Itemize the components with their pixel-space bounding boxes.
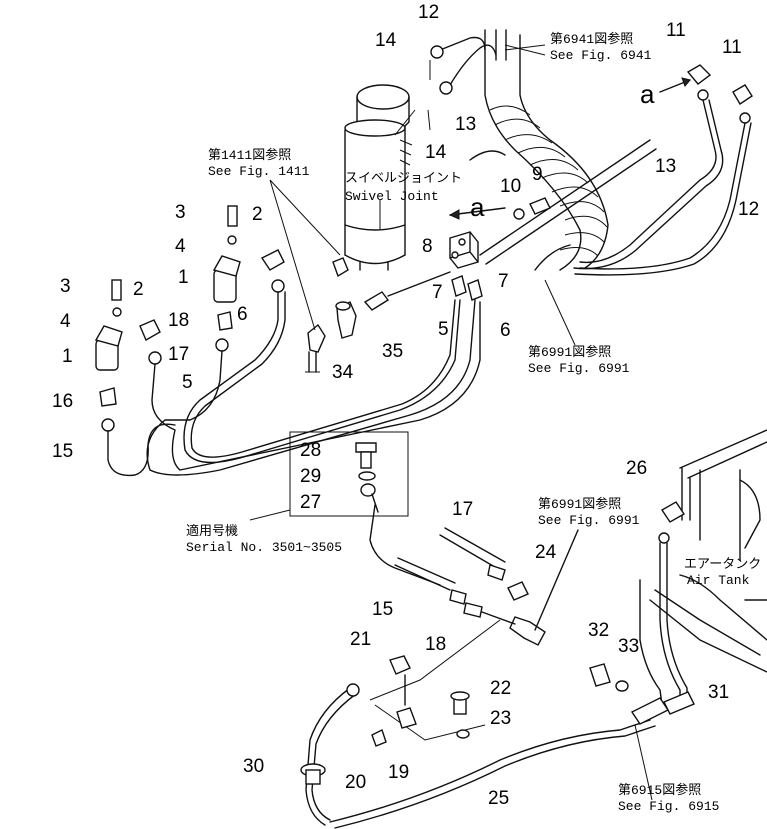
fitting-32-33 <box>589 663 629 692</box>
ref-6915-jp: 第6915図参照 <box>618 782 701 798</box>
callout-11-right: 11 <box>722 37 742 58</box>
callout-1-lower: 1 <box>62 346 73 367</box>
callout-7-right: 7 <box>498 271 509 292</box>
callout-27: 27 <box>300 492 321 513</box>
callout-9: 9 <box>532 164 543 185</box>
ref-6991b-en: See Fig. 6991 <box>538 513 640 528</box>
ref-6941-en: See Fig. 6941 <box>550 48 652 63</box>
callout-31: 31 <box>708 682 729 703</box>
ref-6991a-jp: 第6991図参照 <box>528 344 611 360</box>
callout-18-lower: 18 <box>425 634 446 655</box>
callout-13-right: 13 <box>655 156 676 177</box>
callout-26: 26 <box>626 458 647 479</box>
callout-11-left: 11 <box>666 20 686 41</box>
hose-26-31 <box>639 542 688 706</box>
long-hoses <box>107 291 481 477</box>
pipe-12-upper <box>430 36 497 95</box>
serial-label-jp: 適用号機 <box>186 523 238 539</box>
view-letter-a-mid: a <box>470 192 485 222</box>
ref-6991a-en: See Fig. 6991 <box>528 361 630 376</box>
callout-4-lower: 4 <box>60 311 71 332</box>
fitting-31 <box>630 691 695 725</box>
callout-12-upper: 12 <box>418 2 439 23</box>
detail-box <box>289 431 409 517</box>
callout-12-right: 12 <box>738 199 759 220</box>
air-tank-label-en: Air Tank <box>687 573 750 588</box>
callout-3-lower: 3 <box>60 276 71 297</box>
ref-1411-en: See Fig. 1411 <box>208 164 310 179</box>
bottom-left-assembly <box>300 619 501 826</box>
callout-15-upper: 15 <box>52 441 73 462</box>
leader-lines <box>249 44 653 801</box>
ref-6915-en: See Fig. 6915 <box>618 799 719 814</box>
valve-1-upper <box>212 205 285 303</box>
callout-7-left: 7 <box>432 282 443 303</box>
callout-8: 8 <box>422 236 433 257</box>
callout-18-upper: 18 <box>168 310 189 331</box>
view-arrow-a-right <box>659 77 691 93</box>
callout-34: 34 <box>332 362 354 383</box>
fig6991-arrow-lower <box>534 529 579 631</box>
callout-35: 35 <box>382 341 403 362</box>
swivel-label-en: Swivel Joint <box>345 189 439 204</box>
block-8 <box>449 231 479 269</box>
callout-19: 19 <box>388 762 409 783</box>
middle-lower-hoses <box>369 504 546 646</box>
callout-20: 20 <box>345 772 366 793</box>
callout-14-lower: 14 <box>425 142 447 163</box>
callout-5-left: 5 <box>182 372 193 393</box>
callout-15-lower: 15 <box>372 599 393 620</box>
callout-4-upper: 4 <box>175 236 186 257</box>
callout-25: 25 <box>488 788 509 809</box>
callout-2-upper: 2 <box>252 204 263 225</box>
right-hoses <box>573 64 753 276</box>
callout-16: 16 <box>52 391 73 412</box>
hose-bundle-upper <box>469 29 657 271</box>
fitting-9-10 <box>513 197 551 220</box>
air-tank-label-jp: エアータンク <box>684 557 761 572</box>
callout-28: 28 <box>300 440 321 461</box>
callout-1-upper: 1 <box>178 267 189 288</box>
callout-labels: 12 14 13 14 11 11 13 12 10 9 8 7 7 3 2 4… <box>52 2 759 809</box>
ref-6941-jp: 第6941図参照 <box>550 31 633 47</box>
callout-21: 21 <box>350 629 371 650</box>
reference-notes: 第6941図参照 See Fig. 6941 第1411図参照 See Fig.… <box>186 31 761 814</box>
ref-6991b-jp: 第6991図参照 <box>538 496 621 512</box>
callout-32: 32 <box>588 620 609 641</box>
callout-17-upper: 17 <box>168 344 189 365</box>
serial-label-en: Serial No. 3501~3505 <box>186 540 342 555</box>
callout-13-upper: 13 <box>455 114 476 135</box>
callout-14-upper: 14 <box>375 30 397 51</box>
elbow-34 <box>335 301 357 339</box>
ref-1411-jp: 第1411図参照 <box>208 147 291 163</box>
callout-5-right: 5 <box>438 319 449 340</box>
callout-24: 24 <box>535 542 557 563</box>
fittings-7 <box>451 275 483 301</box>
callout-23: 23 <box>490 708 511 729</box>
callout-33: 33 <box>618 636 639 657</box>
swivel-label-jp: スイベルジョイント <box>345 171 462 186</box>
swivel-joint <box>344 84 413 271</box>
callout-3-upper: 3 <box>175 202 186 223</box>
callout-10: 10 <box>500 176 521 197</box>
callout-2-lower: 2 <box>133 279 144 300</box>
callout-29: 29 <box>300 466 321 487</box>
view-letter-a-right: a <box>640 79 655 109</box>
view-arrow-a-mid <box>448 207 506 220</box>
fitting-35 <box>363 271 451 311</box>
hose-25 <box>329 719 656 829</box>
callout-6-left: 6 <box>237 304 248 325</box>
callout-22: 22 <box>490 678 511 699</box>
callout-30: 30 <box>243 756 264 777</box>
valve-1-lower <box>94 279 161 371</box>
callout-6-right: 6 <box>500 320 511 341</box>
fitting-fig1411 <box>305 257 349 373</box>
callout-17-lower: 17 <box>452 499 473 520</box>
fitting-26 <box>658 501 685 544</box>
